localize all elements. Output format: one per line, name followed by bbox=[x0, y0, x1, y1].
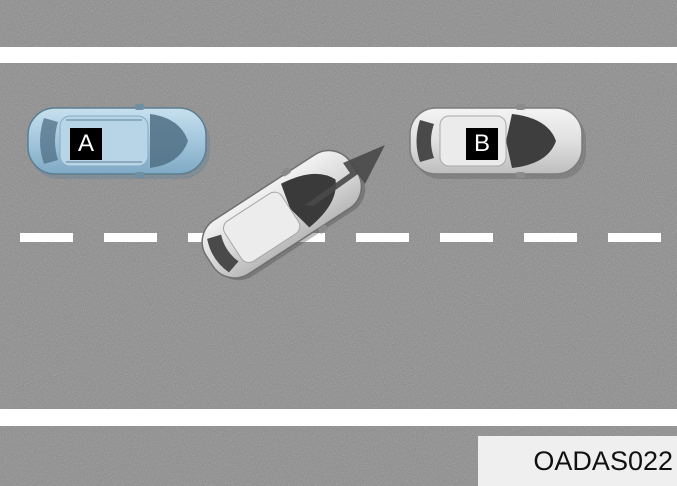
arrow-up-right-icon bbox=[305, 145, 385, 206]
car-b bbox=[409, 104, 586, 179]
figure-code: OADAS022 bbox=[478, 436, 677, 486]
bottom-solid-line bbox=[0, 409, 677, 426]
car-b-label: B bbox=[466, 128, 498, 160]
car-a bbox=[27, 104, 210, 179]
top-solid-line bbox=[0, 47, 677, 63]
ego-car bbox=[201, 149, 366, 281]
car-a-label: A bbox=[70, 128, 102, 160]
